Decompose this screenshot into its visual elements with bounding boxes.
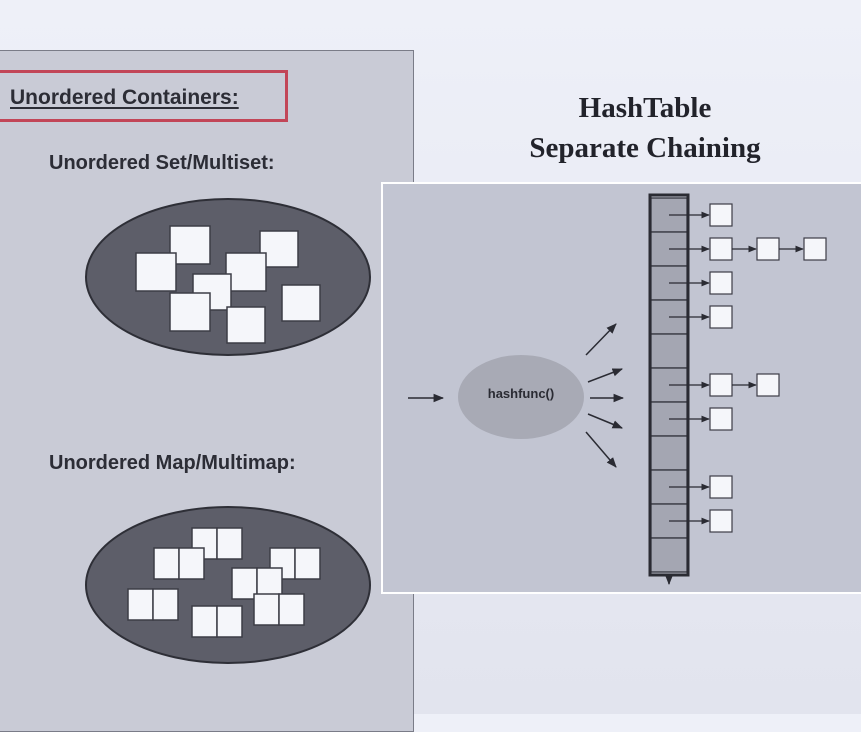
left-title: Unordered Containers: <box>10 86 239 109</box>
title-highlight-box <box>0 70 288 122</box>
map-value <box>216 605 243 638</box>
set-element <box>135 252 177 292</box>
hash-function-label: hashfunc() <box>487 386 555 401</box>
hashtable-title-line1: HashTable <box>578 92 712 124</box>
map-value <box>278 593 305 626</box>
left-diagrams <box>85 198 371 664</box>
map-value <box>178 547 205 580</box>
set-heading: Unordered Set/Multiset: <box>49 152 275 174</box>
chain-node <box>709 237 733 261</box>
map-value <box>216 527 243 560</box>
chain-node <box>709 509 733 533</box>
chain-node <box>709 271 733 295</box>
hashtable-diagram <box>408 193 827 586</box>
map-key <box>153 547 180 580</box>
chain-node <box>709 475 733 499</box>
hashtable-title-line2: Separate Chaining <box>529 132 761 164</box>
map-heading: Unordered Map/Multimap: <box>49 452 296 474</box>
set-element <box>169 292 211 332</box>
hash-output-arrow <box>585 323 617 356</box>
chain-node <box>709 203 733 227</box>
map-value <box>152 588 179 621</box>
set-element <box>192 273 232 311</box>
hash-function-bubble <box>458 355 584 439</box>
chain-node <box>803 237 827 261</box>
chain-node <box>709 407 733 431</box>
slide: Unordered Containers: Unordered Set/Mult… <box>0 50 861 732</box>
set-element <box>226 306 266 344</box>
map-key <box>231 567 258 600</box>
set-element <box>225 252 267 292</box>
hash-output-arrow <box>587 413 623 429</box>
set-element <box>281 284 321 322</box>
chain-node <box>709 373 733 397</box>
bucket-slot <box>650 537 688 573</box>
bucket-slot <box>650 333 688 369</box>
chain-node <box>709 305 733 329</box>
map-key <box>191 605 218 638</box>
hashtable-title: HashTable Separate Chaining <box>480 88 810 168</box>
chain-node <box>756 237 780 261</box>
hash-output-arrow <box>585 431 617 468</box>
bucket-slot <box>650 435 688 471</box>
chain-node <box>756 373 780 397</box>
hash-output-arrow <box>587 368 623 383</box>
map-value <box>294 547 321 580</box>
